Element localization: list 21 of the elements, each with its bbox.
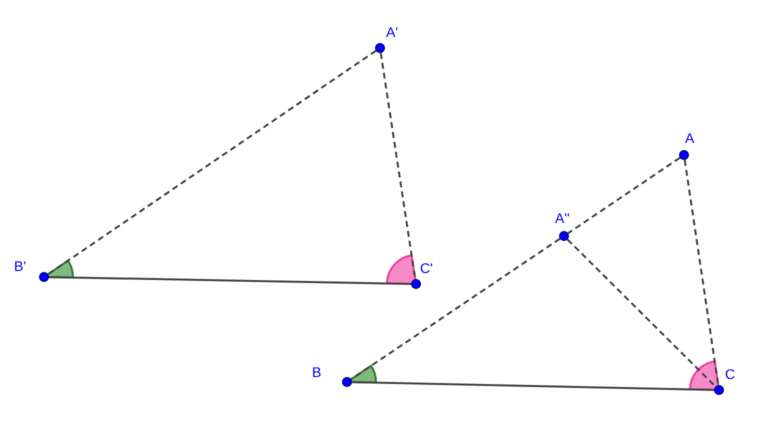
point	[559, 231, 569, 241]
point-label: C'	[420, 261, 433, 275]
point-label: B'	[14, 259, 26, 273]
point	[714, 385, 724, 395]
dashed-segment	[684, 160, 720, 386]
point-label: A''	[555, 211, 570, 225]
line-segment	[48, 276, 412, 285]
dashed-segment	[380, 52, 416, 280]
point-label: C	[725, 367, 736, 381]
dashed-segment	[568, 156, 680, 234]
point-label: B	[312, 365, 322, 379]
point-label: A'	[386, 25, 398, 39]
point	[679, 150, 689, 160]
point	[342, 377, 352, 387]
dashed-segment	[48, 50, 376, 276]
point	[411, 279, 421, 289]
point	[375, 43, 385, 53]
point-label: A	[685, 131, 694, 145]
line-segment	[352, 381, 714, 391]
dashed-segment	[566, 238, 716, 388]
point	[39, 272, 49, 282]
